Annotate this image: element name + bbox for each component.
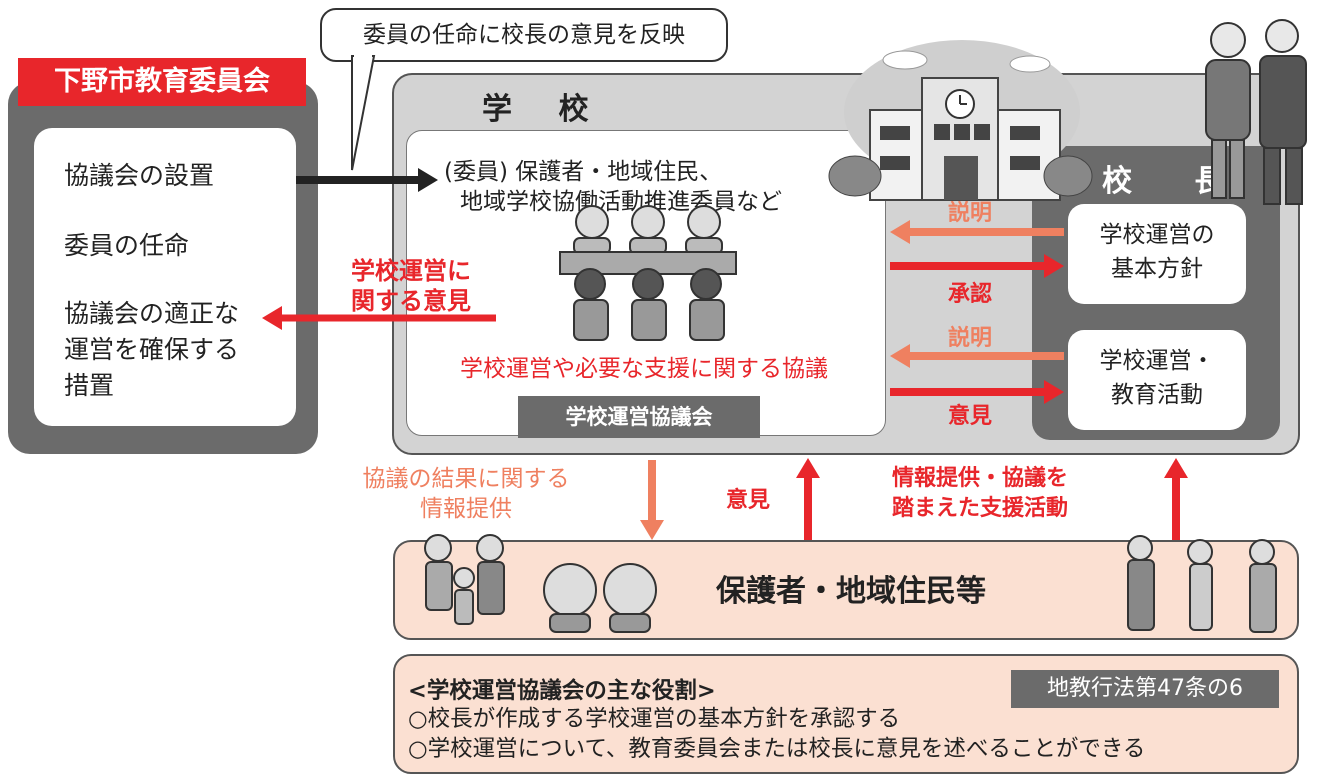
- guardians-label: 保護者・地域住民等: [716, 574, 986, 609]
- result-info-line-1: 協議の結果に関する: [362, 466, 570, 492]
- law-badge: 地教行法第47条の6: [1011, 670, 1279, 708]
- callout-tail: [351, 55, 376, 171]
- community-members-icon: [1127, 535, 1277, 633]
- label-approve: 承認: [947, 282, 992, 307]
- council-members-icon: [559, 205, 737, 341]
- role-item-1: ○校長が作成する学校運営の基本方針を承認する: [408, 706, 901, 732]
- board-inner-box: [34, 128, 296, 426]
- label-result-info: 協議の結果に関する 情報提供: [336, 464, 596, 524]
- label-support: 情報提供・協議を 踏まえた支援活動: [850, 464, 1110, 524]
- members-line-2: 地域学校協働活動推進委員など: [460, 189, 782, 215]
- roles-title: <学校運営協議会の主な役割>: [408, 678, 716, 704]
- activities-line-2: 教育活動: [1111, 382, 1203, 408]
- members-line-1: (委員) 保護者・地域住民、: [444, 159, 723, 185]
- council-label: 学校運営協議会: [518, 396, 760, 438]
- label-opinion-up: 意見: [725, 488, 770, 513]
- policy-line-1: 学校運営の: [1099, 222, 1215, 248]
- board-item-ensure-2: 運営を確保する: [64, 335, 240, 364]
- school-building-icon: [828, 40, 1093, 201]
- policy-line-2: 基本方針: [1111, 256, 1203, 282]
- role-item-2: ○学校運営について、教育委員会または校長に意見を述べることができる: [408, 736, 1146, 762]
- principal-figures-icon: [1205, 19, 1307, 205]
- school-opinion-label: 学校運営に 関する意見: [336, 256, 486, 316]
- school-title: 学 校: [482, 92, 607, 127]
- deliberation-text: 学校運営や必要な支援に関する協議: [460, 356, 828, 382]
- support-line-2: 踏まえた支援活動: [891, 496, 1068, 521]
- label-opinion: 意見: [947, 404, 992, 429]
- activities-line-1: 学校運営・: [1099, 348, 1215, 374]
- board-item-ensure-3: 措置: [64, 371, 115, 400]
- callout-bubble: 委員の任命に校長の意見を反映: [320, 8, 728, 62]
- label-explain-1: 説明: [947, 201, 992, 226]
- elderly-couple-icon: [543, 563, 657, 633]
- school-opinion-line-2: 関する意見: [351, 287, 471, 315]
- board-item-ensure-1: 協議会の適正な: [64, 299, 240, 328]
- principal-title: 校 長: [1102, 164, 1251, 199]
- principal-box-activities: 学校運営・ 教育活動: [1068, 330, 1246, 430]
- result-info-line-2: 情報提供: [420, 496, 512, 522]
- school-opinion-line-1: 学校運営に: [351, 257, 471, 285]
- support-line-1: 情報提供・協議を: [891, 466, 1068, 491]
- board-item-establish: 協議会の設置: [64, 161, 215, 190]
- board-item-appoint: 委員の任命: [64, 231, 190, 260]
- principal-box-policy: 学校運営の 基本方針: [1068, 204, 1246, 304]
- board-title: 下野市教育委員会: [18, 58, 306, 106]
- family-icon: [424, 534, 505, 625]
- label-explain-2: 説明: [947, 326, 992, 351]
